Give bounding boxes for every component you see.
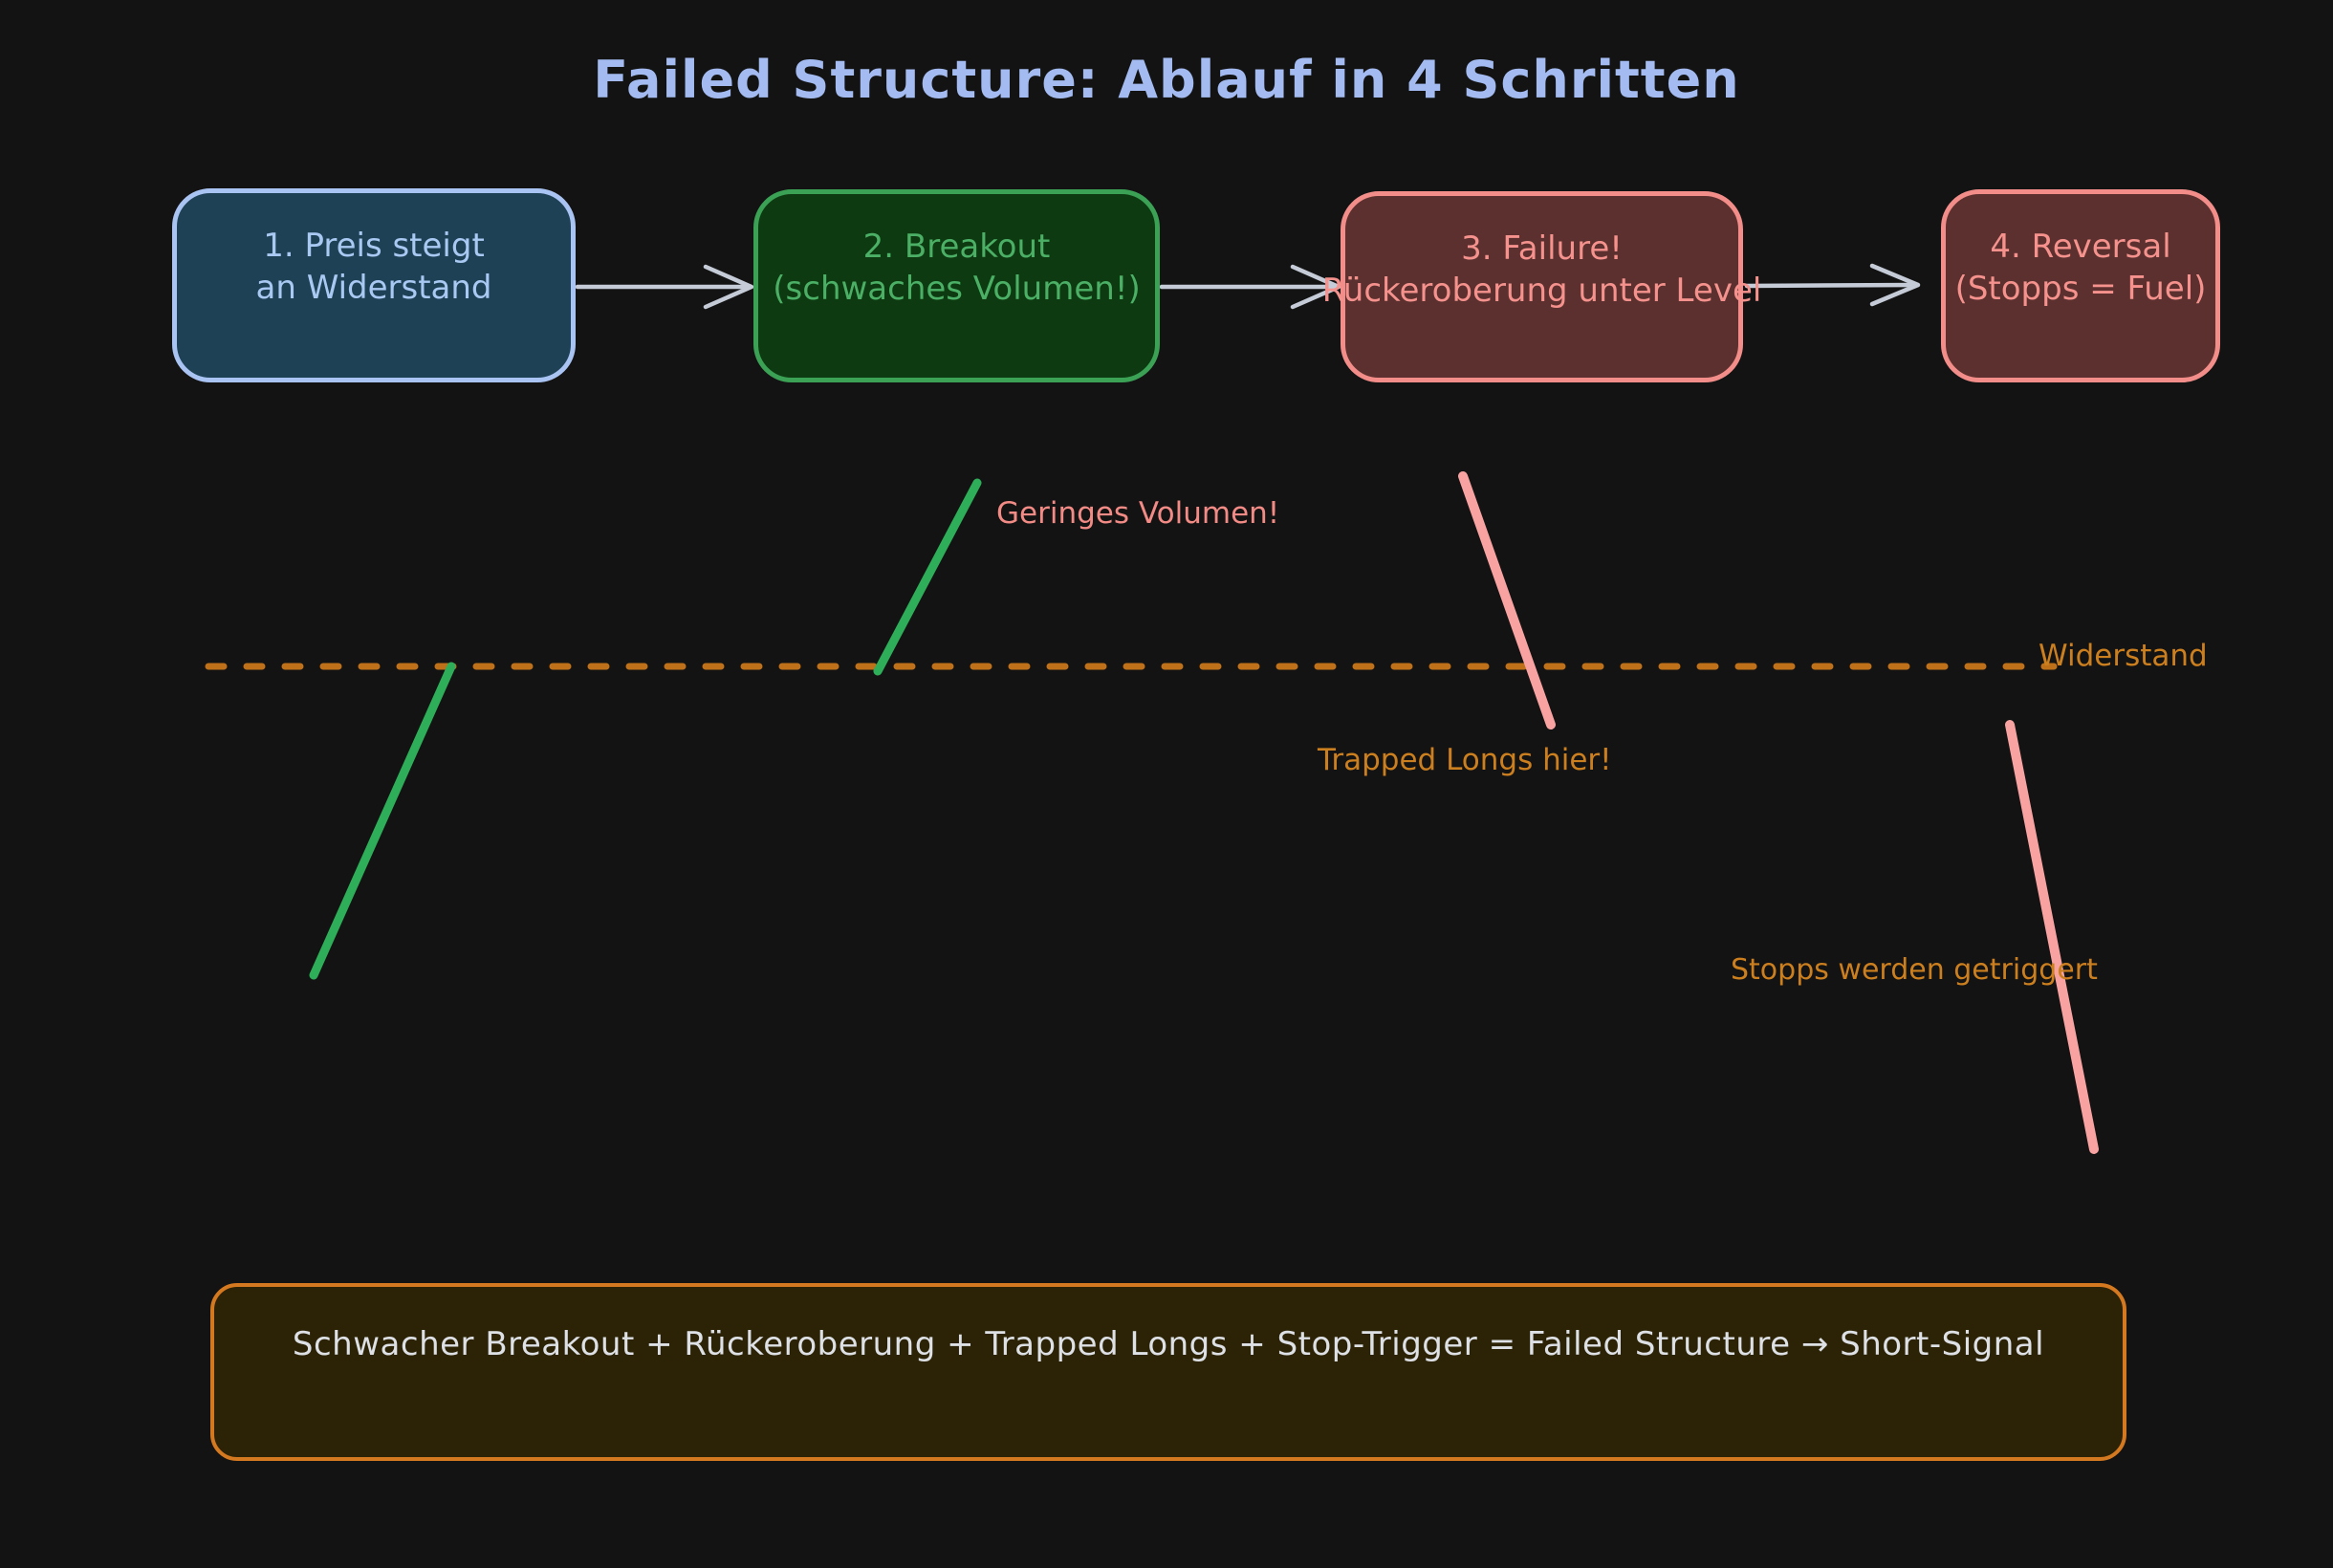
step-4-line-1: 4. Reversal — [1990, 228, 2171, 266]
arrow-1-head — [703, 264, 754, 310]
green-breakout-line — [873, 478, 982, 676]
arrow-step2-to-step3 — [1159, 264, 1341, 310]
arrow-2-head — [1290, 264, 1341, 310]
label-widerstand: Widerstand — [2039, 639, 2208, 673]
arrow-step3-to-step4 — [1744, 263, 1921, 307]
pink-reversal-drop-line — [2005, 720, 2099, 1154]
green-rally-line-left — [309, 662, 456, 980]
arrow-3-head — [1869, 263, 1921, 307]
step-4-line-2: (Stopps = Fuel) — [1954, 270, 2207, 308]
step-box-4-reversal: 4. Reversal (Stopps = Fuel) — [1941, 189, 2220, 382]
step-1-line-2: an Widerstand — [255, 269, 492, 307]
label-trapped-longs: Trapped Longs hier! — [1318, 743, 1612, 777]
arrow-3-shaft — [1744, 282, 1918, 289]
diagram-title: Failed Structure: Ablauf in 4 Schritten — [593, 50, 1740, 110]
summary-text: Schwacher Breakout + Rückeroberung + Tra… — [292, 1325, 2045, 1363]
step-box-3-failure: 3. Failure! Rückeroberung unter Level — [1322, 191, 1761, 382]
arrow-step1-to-step2 — [575, 264, 754, 310]
step-3-line-2: Rückeroberung unter Level — [1321, 272, 1762, 310]
label-stopps-getriggert: Stopps werden getriggert — [1731, 953, 2098, 987]
step-box-1-preis-steigt: 1. Preis steigt an Widerstand — [172, 188, 576, 382]
label-geringes-volumen: Geringes Volumen! — [996, 496, 1280, 531]
summary-box: Schwacher Breakout + Rückeroberung + Tra… — [210, 1283, 2126, 1461]
step-box-2-breakout: 2. Breakout (schwaches Volumen!) — [753, 189, 1160, 382]
step-2-line-1: 2. Breakout — [862, 228, 1051, 266]
step-3-line-1: 3. Failure! — [1461, 229, 1623, 268]
step-1-line-1: 1. Preis steigt — [263, 227, 485, 265]
step-2-line-2: (schwaches Volumen!) — [773, 270, 1141, 308]
pink-failure-drop-line — [1458, 471, 1556, 730]
